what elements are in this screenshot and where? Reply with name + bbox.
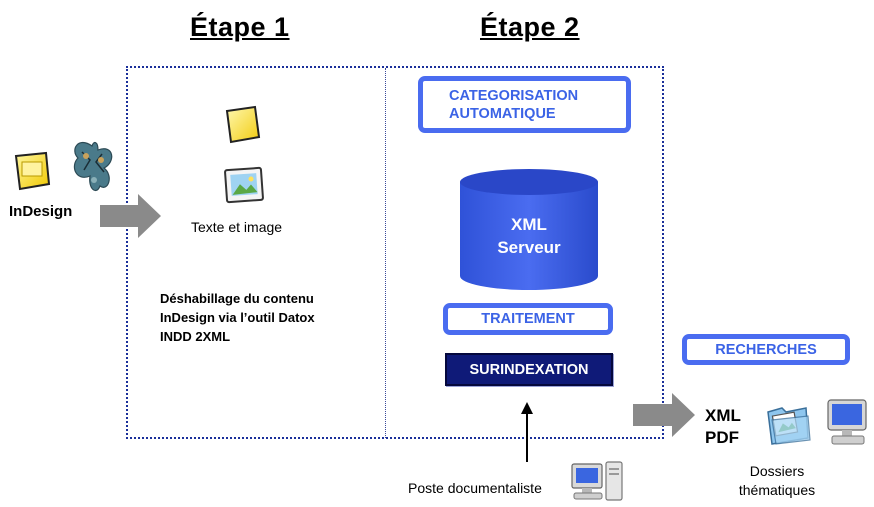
recherches-label: RECHERCHES (715, 341, 817, 358)
butterfly-icon (68, 136, 118, 203)
content-caption: Texte et image (191, 219, 283, 235)
categorisation-box: CATEGORISATION AUTOMATIQUE (418, 76, 631, 133)
xml-server-cylinder (459, 168, 599, 297)
computer-icon (826, 398, 872, 453)
categorisation-line: AUTOMATIQUE (449, 105, 556, 122)
surindexation-box: SURINDEXATION (445, 353, 613, 386)
categorisation-line: CATEGORISATION (449, 87, 579, 104)
dossiers-line: Dossiers (749, 463, 805, 479)
surindexation-label: SURINDEXATION (469, 361, 589, 378)
input-arrow (100, 194, 162, 243)
picture-icon (223, 166, 267, 211)
format-pdf: PDF (705, 428, 739, 447)
output-formats: XML PDF (705, 405, 741, 449)
dossiers-line: thématiques (738, 482, 816, 498)
poste-label: Poste documentaliste (408, 480, 542, 496)
step-2-title: Étape 2 (480, 12, 580, 42)
traitement-label: TRAITEMENT (481, 311, 575, 327)
folder-picture-icon (764, 400, 812, 451)
format-xml: XML (705, 406, 741, 425)
up-arrow (520, 402, 534, 467)
sticky-note-icon (12, 150, 52, 197)
traitement-box: TRAITEMENT (443, 303, 613, 335)
process-frame (126, 66, 664, 439)
server-line: Serveur (497, 238, 561, 257)
step-divider (385, 68, 386, 438)
dossiers-label: Dossiers thématiques (727, 462, 827, 500)
step-1-title: Étape 1 (190, 12, 290, 42)
description-line: INDD 2XML (160, 329, 231, 344)
output-arrow (633, 393, 696, 442)
recherches-box: RECHERCHES (682, 334, 850, 365)
server-label: XML Serveur (459, 213, 599, 259)
computer-icon (570, 460, 626, 507)
description-line: InDesign via l’outil Datox (160, 310, 315, 325)
server-line: XML (511, 215, 547, 234)
step1-description: Déshabillage du contenu InDesign via l’o… (160, 289, 315, 346)
description-line: Déshabillage du contenu (160, 291, 314, 306)
sticky-note-icon (222, 104, 262, 151)
indesign-label: InDesign (9, 203, 73, 220)
